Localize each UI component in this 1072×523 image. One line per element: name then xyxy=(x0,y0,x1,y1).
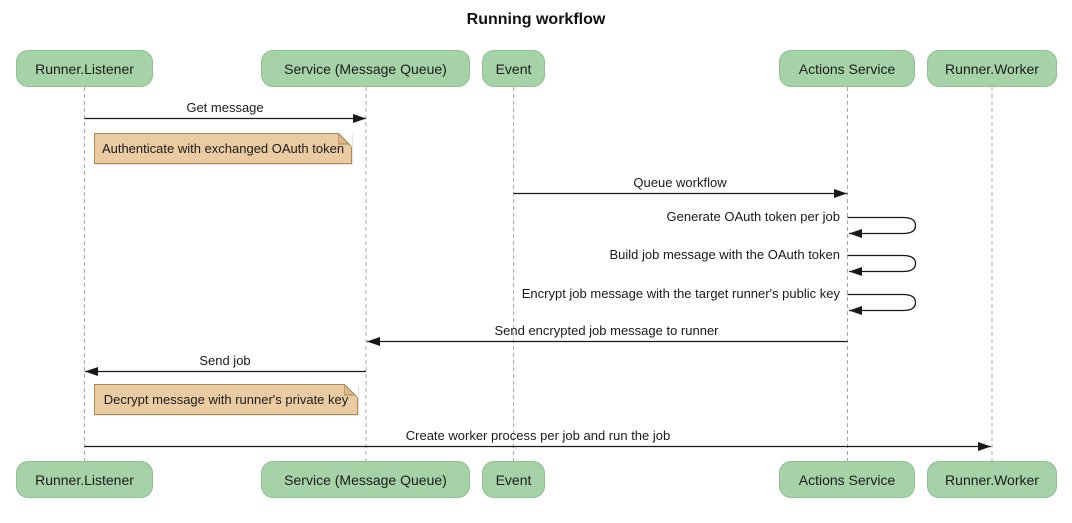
actor-top-runner-listener: Runner.Listener xyxy=(16,50,153,87)
message-label-send-job: Send job xyxy=(199,353,251,368)
message-label-queue-workflow: Queue workflow xyxy=(633,175,727,190)
actor-label: Runner.Listener xyxy=(35,471,134,488)
self-arrow-generate-oauth-token xyxy=(847,216,917,238)
actor-label: Runner.Worker xyxy=(945,471,1039,488)
actor-label: Runner.Worker xyxy=(945,60,1039,77)
message-label-send-encrypted-job-message: Send encrypted job message to runner xyxy=(494,323,719,338)
message-label-create-worker-process: Create worker process per job and run th… xyxy=(405,428,671,443)
actor-bottom-service-message-queue: Service (Message Queue) xyxy=(261,461,470,498)
actor-label: Event xyxy=(495,60,532,77)
actor-bottom-actions-service: Actions Service xyxy=(779,461,915,498)
actor-label: Actions Service xyxy=(798,60,896,77)
actor-top-event: Event xyxy=(482,50,545,87)
message-label-build-job-message: Build job message with the OAuth token xyxy=(609,247,840,262)
actor-label: Service (Message Queue) xyxy=(284,60,447,77)
actor-label: Event xyxy=(495,471,532,488)
actor-bottom-runner-worker: Runner.Worker xyxy=(927,461,1057,498)
self-arrow-build-job-message xyxy=(847,254,917,276)
actor-top-actions-service: Actions Service xyxy=(779,50,915,87)
note-text: Authenticate with exchanged OAuth token xyxy=(101,141,345,156)
note-fold-icon xyxy=(344,384,358,398)
note-decrypt-private-key: Decrypt message with runner's private ke… xyxy=(94,384,358,415)
message-label-generate-oauth-token: Generate OAuth token per job xyxy=(666,209,840,224)
message-label-encrypt-job-message: Encrypt job message with the target runn… xyxy=(521,286,840,301)
actor-bottom-runner-listener: Runner.Listener xyxy=(16,461,153,498)
message-label-get-message: Get message xyxy=(186,100,264,115)
actor-label: Actions Service xyxy=(798,471,896,488)
note-text: Decrypt message with runner's private ke… xyxy=(103,392,349,407)
actor-label: Runner.Listener xyxy=(35,60,134,77)
actor-bottom-event: Event xyxy=(482,461,545,498)
diagram-title: Running workflow xyxy=(466,11,606,28)
actor-top-runner-worker: Runner.Worker xyxy=(927,50,1057,87)
actor-top-service-message-queue: Service (Message Queue) xyxy=(261,50,470,87)
note-authenticate-oauth: Authenticate with exchanged OAuth token xyxy=(94,133,352,164)
message-arrows xyxy=(84,114,991,451)
self-arrow-encrypt-job-message xyxy=(847,293,917,315)
actor-label: Service (Message Queue) xyxy=(284,471,447,488)
note-fold-icon xyxy=(338,133,352,147)
